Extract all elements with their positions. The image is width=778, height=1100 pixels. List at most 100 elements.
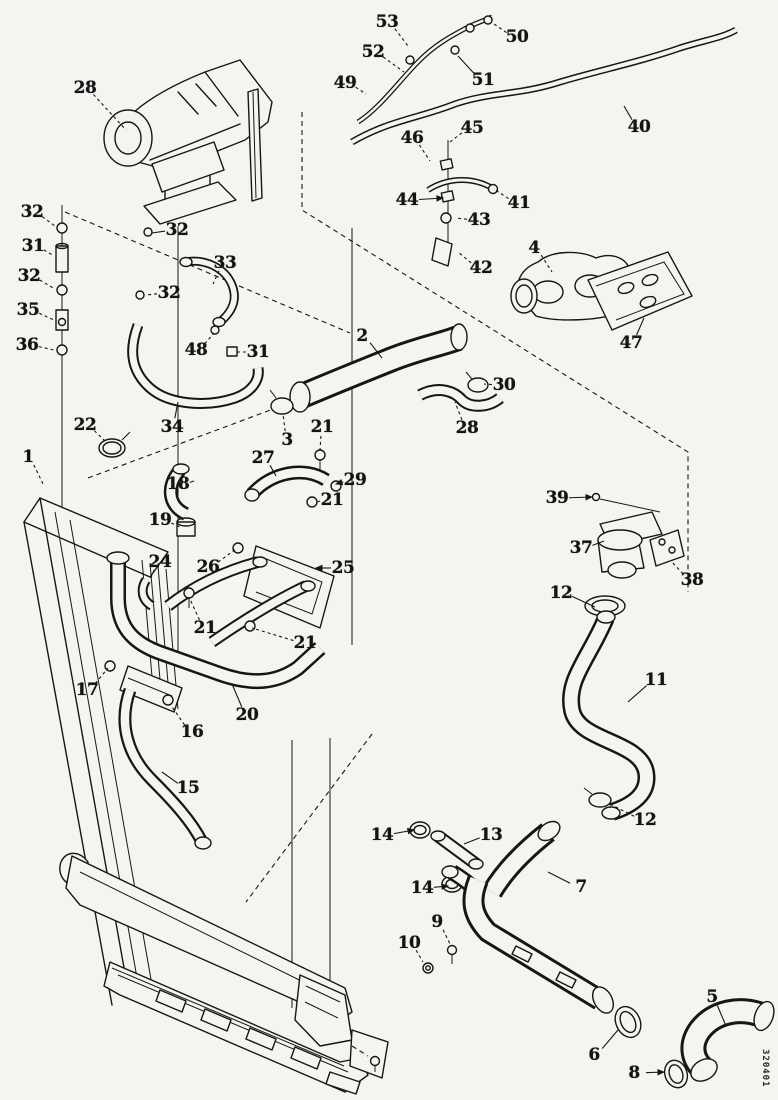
callout-16: 16 [180, 722, 204, 742]
callout-18: 18 [166, 474, 190, 494]
callout-47: 47 [619, 333, 643, 353]
heater-unit [103, 59, 273, 225]
leader-line [171, 522, 181, 528]
leader-line [269, 465, 277, 477]
leader-line [231, 683, 243, 708]
leader-line [315, 500, 321, 503]
callout-45: 45 [460, 118, 484, 138]
leader-line [355, 86, 367, 95]
leader-line [601, 1029, 619, 1049]
leader-line [149, 569, 155, 581]
leader-line [38, 346, 55, 351]
outlet-pipe [269, 323, 504, 415]
leader-line [41, 216, 56, 227]
leader-line [189, 480, 195, 483]
callout-38: 38 [680, 570, 704, 590]
water-pipe-assembly [106, 463, 335, 713]
callout-19: 19 [148, 510, 172, 530]
callout-4: 4 [528, 238, 540, 258]
leader-line [415, 949, 424, 963]
leader-line [483, 383, 493, 386]
callout-29: 29 [343, 470, 367, 490]
leader-line [382, 56, 405, 73]
callout-25: 25 [331, 558, 355, 578]
callout-1: 1 [22, 447, 34, 467]
callout-33: 33 [213, 253, 237, 273]
leader-line [393, 827, 416, 835]
callout-14: 14 [370, 825, 394, 845]
callout-12: 12 [549, 583, 573, 603]
callout-3: 3 [281, 430, 293, 450]
leader-line [204, 332, 215, 345]
callout-32: 32 [165, 220, 189, 240]
leader-line [212, 270, 220, 285]
leader-line [217, 548, 237, 563]
leader-line [282, 413, 286, 432]
leader-line [161, 771, 179, 784]
leader-line [493, 188, 509, 200]
callout-44: 44 [395, 190, 419, 210]
callout-40: 40 [627, 117, 651, 137]
leader-line [418, 195, 445, 202]
callout-32: 32 [17, 266, 41, 286]
leader-line [493, 23, 507, 34]
callout-13: 13 [479, 825, 503, 845]
callout-41: 41 [507, 193, 531, 213]
leader-line [592, 540, 605, 546]
callout-36: 36 [15, 335, 39, 355]
callout-22: 22 [73, 415, 97, 435]
callout-26: 26 [196, 557, 220, 577]
callout-48: 48 [184, 340, 208, 360]
leader-line [394, 28, 409, 47]
callout-42: 42 [469, 258, 493, 278]
leader-line [623, 105, 633, 120]
leader-lines [33, 23, 727, 1076]
leader-line [547, 871, 571, 884]
callout-39: 39 [545, 488, 569, 508]
leader-line [645, 1068, 666, 1076]
thermostat [584, 492, 685, 617]
callout-12: 12 [633, 810, 657, 830]
callout-17: 17 [75, 680, 99, 700]
callout-50: 50 [505, 27, 529, 47]
callout-49: 49 [333, 73, 357, 93]
leader-line [251, 627, 294, 642]
callout-46: 46 [400, 128, 424, 148]
leader-line [716, 1004, 727, 1027]
callout-35: 35 [16, 300, 40, 320]
callout-32: 32 [157, 283, 181, 303]
leader-line [607, 802, 635, 817]
callout-10: 10 [397, 933, 421, 953]
leader-line [174, 401, 179, 419]
callout-20: 20 [235, 705, 259, 725]
callout-2: 2 [356, 326, 368, 346]
leader-line [334, 478, 344, 486]
callout-21: 21 [320, 490, 344, 510]
leader-line [457, 55, 475, 75]
callout-14: 14 [410, 878, 434, 898]
callout-32: 32 [20, 202, 44, 222]
leader-line [568, 493, 594, 501]
leader-line [92, 94, 127, 131]
callout-24: 24 [148, 552, 172, 572]
callout-11: 11 [644, 670, 668, 690]
tail-pipe [614, 998, 775, 1089]
callout-21: 21 [193, 618, 217, 638]
y-pipe [409, 820, 615, 1014]
callout-53: 53 [375, 12, 399, 32]
s-hose [562, 610, 656, 821]
leader-line [188, 596, 200, 621]
fuel-lines [350, 14, 738, 267]
leader-line [433, 883, 450, 890]
callout-28: 28 [455, 418, 479, 438]
leader-line [369, 342, 383, 359]
leader-line [463, 837, 480, 845]
callout-15: 15 [176, 778, 200, 798]
crossmembers [59, 852, 389, 1095]
callout-21: 21 [293, 633, 317, 653]
callout-27: 27 [251, 448, 275, 468]
callout-34: 34 [160, 417, 184, 437]
lower-hose [118, 687, 212, 850]
